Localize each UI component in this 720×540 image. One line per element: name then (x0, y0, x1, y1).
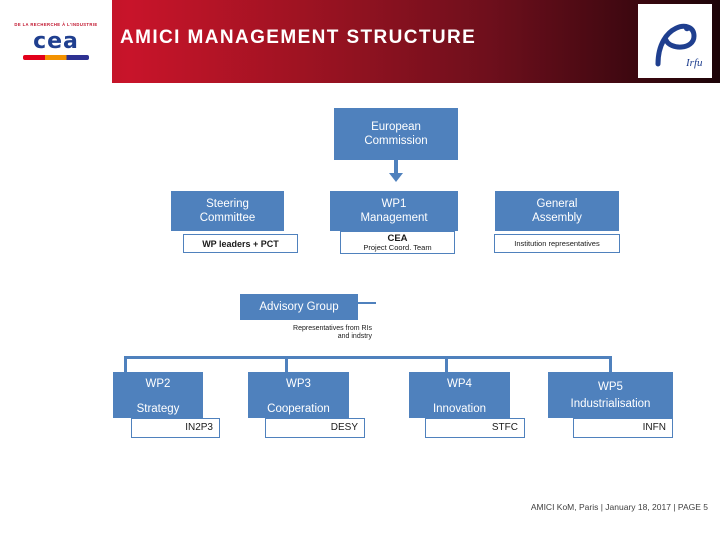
page-title: AMICI MANAGEMENT STRUCTURE (120, 27, 477, 48)
connector-wp2-drop (124, 356, 127, 373)
cea-wordmark: cea (21, 28, 91, 62)
connector-ec-wp1 (394, 160, 398, 175)
connector-advisory-right (352, 302, 376, 304)
wp4-name: Innovation (432, 403, 487, 415)
wp5-name: Industrialisation (570, 398, 651, 410)
node-wp2: WP2 Strategy (113, 372, 203, 418)
node-wp5: WP5 Industrialisation (548, 372, 673, 418)
svg-text:Irfu: Irfu (685, 57, 703, 69)
advisory-group-members-line2: and indstry (337, 333, 372, 340)
steering-committee-line1: Steering (206, 198, 249, 210)
wp3-partner: DESY (265, 418, 365, 438)
wp1-coordinator: CEA Project Coord. Team (340, 231, 455, 254)
advisory-group-members-line1: Representatives from RIs (293, 325, 372, 332)
general-assembly-line1: General (536, 198, 578, 210)
node-european-commission: European Commission (334, 108, 458, 160)
cea-logo: DE LA RECHERCHE À L'INDUSTRIE cea (0, 0, 112, 83)
steering-committee-line2: Committee (199, 212, 256, 224)
general-assembly-line2: Assembly (532, 212, 582, 224)
steering-committee-members: WP leaders + PCT (183, 234, 298, 253)
node-wp3: WP3 Cooperation (248, 372, 349, 418)
wp2-name: Strategy (136, 403, 180, 415)
node-general-assembly: General Assembly (495, 191, 619, 231)
slide-header: DE LA RECHERCHE À L'INDUSTRIE cea AMICI … (0, 0, 720, 83)
cea-logo-tagline: DE LA RECHERCHE À L'INDUSTRIE (14, 21, 98, 27)
connector-wp-bus (124, 356, 612, 359)
advisory-group-members: Representatives from RIs and indstry (265, 322, 375, 344)
node-advisory-group: Advisory Group (240, 294, 358, 320)
wp1-line2: Management (360, 212, 428, 224)
connector-wp5-drop (609, 356, 612, 373)
page-number: PAGE 5 (677, 502, 708, 512)
wp5-partner: INFN (573, 418, 673, 438)
wp5-code: WP5 (598, 381, 623, 393)
slide-footer: AMICI KoM, Paris | January 18, 2017 | PA… (531, 502, 708, 512)
european-commission-line2: Commission (364, 135, 428, 147)
node-steering-committee: Steering Committee (171, 191, 284, 231)
european-commission-line1: European (371, 121, 421, 133)
wp1-coordinator-org: CEA (387, 232, 408, 244)
org-chart: European Commission Steering Committee W… (0, 83, 720, 483)
cea-tricolor-bar (23, 54, 89, 60)
irfu-logo-svg: Irfu (638, 4, 712, 78)
wp4-partner: STFC (425, 418, 525, 438)
general-assembly-members: Institution representatives (494, 234, 620, 253)
wp3-code: WP3 (286, 378, 311, 390)
node-wp4: WP4 Innovation (409, 372, 510, 418)
cea-logo-text: cea (33, 28, 79, 54)
wp3-name: Cooperation (267, 403, 330, 415)
arrow-ec-wp1 (389, 173, 403, 182)
wp1-line1: WP1 (381, 198, 407, 210)
node-wp1-management: WP1 Management (330, 191, 458, 231)
connector-wp4-drop (445, 356, 448, 373)
footer-text: AMICI KoM, Paris | January 18, 2017 | (530, 502, 676, 512)
wp2-code: WP2 (145, 378, 171, 390)
wp1-coordinator-team: Project Coord. Team (363, 242, 432, 252)
wp2-partner: IN2P3 (131, 418, 220, 438)
connector-wp3-drop (285, 356, 288, 373)
irfu-logo: Irfu (638, 4, 712, 78)
wp4-code: WP4 (447, 378, 472, 390)
